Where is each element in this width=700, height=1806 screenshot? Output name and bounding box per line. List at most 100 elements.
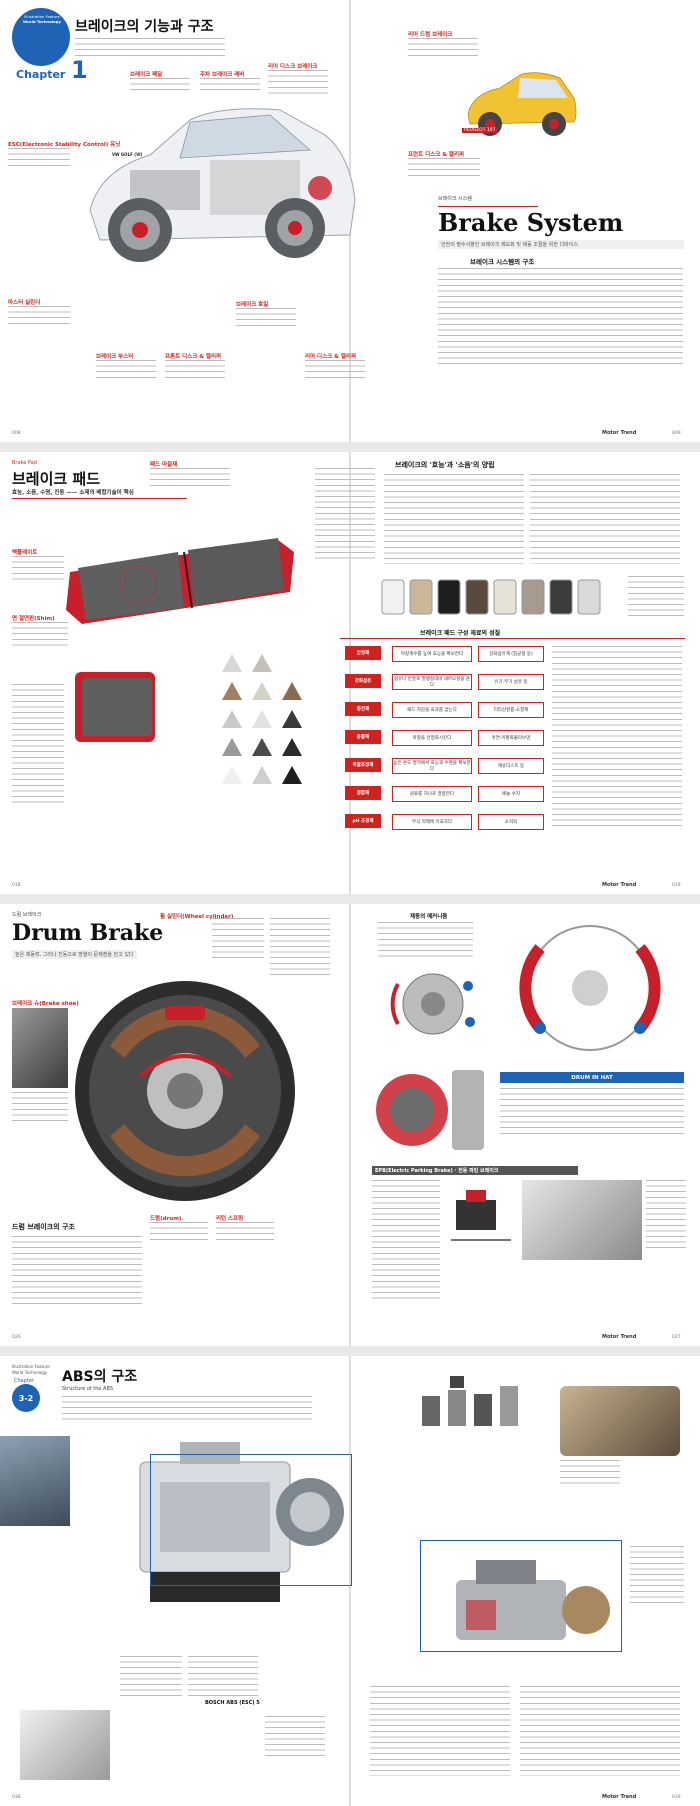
sensor-parts bbox=[422, 1376, 518, 1426]
drum-brake-illustration bbox=[75, 981, 295, 1201]
row-material: 페놀 수지 bbox=[478, 786, 544, 802]
page-number-left: 008 bbox=[12, 431, 21, 436]
composition-table-title: 브레이크 패드 구성 재료의 성질 bbox=[420, 630, 501, 637]
row-function: 마찰계수를 높여 효능을 확보한다 bbox=[392, 646, 472, 662]
page-title: 브레이크의 기능과 구조 bbox=[75, 19, 214, 35]
callout-rear-disc-2: 리어 디스크 & 캘리퍼 bbox=[305, 354, 357, 360]
callout-drum: 드럼(drum) bbox=[150, 1216, 182, 1222]
chapter-label: Chapter bbox=[16, 68, 66, 81]
spread-drum-brake: 드럼 브레이크 Drum Brake 높은 제동력, 그러나 진동으로 방열이 … bbox=[0, 904, 700, 1346]
row-label: 안정재 bbox=[345, 646, 381, 660]
spread-abs: Illustration Feature World Technology Ch… bbox=[0, 1356, 700, 1806]
row-material: 캐슈더스트 등 bbox=[478, 758, 544, 774]
raw-material-piles bbox=[222, 654, 302, 784]
shoe-operation-diagram bbox=[519, 925, 661, 1051]
badge-top: Illustration Feature bbox=[24, 14, 60, 19]
magazine-logo: Motor Trend bbox=[602, 430, 637, 436]
row-material: 소석회 bbox=[478, 814, 544, 830]
callout-brake-hose: 브레이크 호일 bbox=[236, 302, 269, 308]
mechanism-heading: 제동의 메커니즘 bbox=[410, 914, 448, 920]
callout-rear-disc: 리어 디스크 브레이크 bbox=[268, 64, 318, 70]
chapter-number: 3-2 bbox=[18, 1393, 34, 1403]
structure-heading: 브레이크 시스템의 구조 bbox=[470, 258, 535, 266]
page-number-left: 018 bbox=[12, 883, 21, 888]
page-title: ABS의 구조 bbox=[62, 1369, 138, 1385]
magazine-logo: Motor Trend bbox=[602, 1334, 637, 1340]
row-function: 마찰을 안정화시킨다 bbox=[392, 730, 472, 746]
chapter-badge bbox=[12, 8, 70, 66]
chapter-number: 1 bbox=[70, 56, 88, 84]
brake-pad-closeup bbox=[75, 672, 155, 742]
sample-jars bbox=[381, 579, 601, 615]
magazine-logo: Motor Trend bbox=[602, 1794, 637, 1800]
row-label: 결합재 bbox=[345, 786, 381, 800]
brake-system-subtitle: 안전의 필수사항인 브레이크 제도화 및 제동 조절을 위한 디바이스 bbox=[438, 240, 684, 249]
row-label: 충전재 bbox=[345, 702, 381, 716]
badge-sub: World Technology bbox=[23, 19, 61, 24]
motor-cutaway-photo bbox=[560, 1386, 680, 1456]
callout-rear-drum: 리어 드럼 브레이크 bbox=[408, 32, 453, 38]
drum-in-hat-banner: DRUM IN HAT bbox=[500, 1072, 684, 1083]
section-label: 드럼 브레이크 bbox=[12, 912, 42, 918]
intro-text bbox=[75, 38, 225, 60]
page-number-right: 027 bbox=[672, 1335, 681, 1340]
section-label: 브레이크 시스템 bbox=[438, 196, 472, 202]
row-label: 윤활재 bbox=[345, 730, 381, 744]
badge-sub: World Technology bbox=[12, 1370, 48, 1375]
callout-front-disc: 프론트 디스크 & 캘리퍼 bbox=[165, 354, 222, 360]
chapter-block: Chapter 1 bbox=[16, 56, 88, 84]
page-number-right: 039 bbox=[672, 1795, 681, 1800]
callout-shim: 면 절연판(Shim) bbox=[12, 616, 55, 622]
page-number-right: 009 bbox=[672, 431, 681, 436]
row-material: 티타산칼륨·소결계 bbox=[478, 702, 544, 718]
peugeot-label: PEUGEOT 107 bbox=[462, 128, 498, 133]
page-number-right: 019 bbox=[672, 883, 681, 888]
callout-front-disc-2: 프런트 디스크 & 캘리퍼 bbox=[408, 152, 465, 158]
page-number-left: 038 bbox=[12, 1795, 21, 1800]
body-text bbox=[438, 268, 683, 364]
chapter-badge: 3-2 bbox=[12, 1384, 40, 1412]
callout-return-spring: 리턴 스프링 bbox=[216, 1216, 244, 1222]
epb-caliper-photo bbox=[522, 1180, 642, 1260]
callout-esc-unit: ESC(Electronic Stability Control) 유닛 bbox=[8, 142, 121, 148]
car-model-label: VW GOLF (VI) bbox=[112, 152, 143, 157]
callout-friction-material: 패드 마찰재 bbox=[150, 462, 178, 468]
row-function: 섬유나 분말로 열팽창대비 내마모성을 준다 bbox=[392, 674, 472, 690]
spread-brake-system: Illustration Feature World Technology Ch… bbox=[0, 0, 700, 442]
section-label: Brake Pad bbox=[12, 460, 37, 466]
row-function: 높은 온도 영역에서 효능과 수명을 확보한다 bbox=[392, 758, 472, 774]
callout-brake-booster: 브레이크 부스터 bbox=[96, 354, 134, 360]
badge-top: Illustration Feature bbox=[12, 1364, 50, 1369]
pump-cutaway-illustration bbox=[456, 1560, 610, 1640]
callout-parking-lever: 주차 브레이크 레버 bbox=[200, 72, 245, 78]
row-function: 패드 저감을 효과를 얻는다 bbox=[392, 702, 472, 718]
drum-brake-subtitle: 높은 제동력, 그러나 진동으로 방열이 문제점을 안고 있다 bbox=[12, 950, 137, 959]
bosch-label: BOSCH ABS (ESC) 5 bbox=[205, 1700, 260, 1706]
zoom-frame bbox=[150, 1454, 352, 1586]
row-label: 강화섬유 bbox=[345, 674, 381, 688]
abs-unit-illustration bbox=[139, 1442, 344, 1602]
callout-brake-pedal: 브레이크 페달 bbox=[130, 72, 163, 78]
brake-shoe-photo bbox=[12, 1008, 68, 1088]
efficiency-noise-heading: 브레이크의 '효능'과 '소음'의 양립 bbox=[395, 461, 495, 469]
spread-brake-pad: Brake Pad 브레이크 패드 효능, 소음, 수명, 진동 —— 소재의 … bbox=[0, 452, 700, 894]
section-label: Structure of the ABS bbox=[62, 1386, 113, 1392]
drum-in-hat-diagram bbox=[376, 1070, 484, 1150]
page-subtitle: 효능, 소음, 수명, 진동 —— 소재의 배합기술이 핵심 bbox=[12, 490, 134, 496]
row-function: 원료를 하나로 결합한다 bbox=[392, 786, 472, 802]
drum-structure-heading: 드럼 브레이크의 구조 bbox=[12, 1223, 75, 1231]
epb-heading: EPB(Electric Parking Brake) · 전동 파킹 브레이크 bbox=[372, 1166, 578, 1175]
mechanism-diagram bbox=[390, 973, 475, 1035]
car-cutaway-illustration bbox=[89, 108, 356, 262]
callout-brake-shoe: 브레이크 슈(Brake shoe) bbox=[12, 1001, 79, 1007]
row-material: 흑연·이황화몰리브덴 bbox=[478, 730, 544, 746]
callout-master-cylinder: 마스터 실린더 bbox=[8, 300, 41, 306]
callout-backplate: 백플레이트 bbox=[12, 550, 38, 556]
page-title: 브레이크 패드 bbox=[12, 470, 101, 488]
zoom-frame-right bbox=[420, 1540, 622, 1652]
brake-pad-illustration bbox=[66, 538, 294, 624]
row-material: 강화섬유계 (힘균형 등) bbox=[478, 646, 544, 662]
factory-photo bbox=[0, 1436, 70, 1526]
callout-wheel-cylinder: 휠 실린더(Wheel cylinder) bbox=[160, 914, 234, 920]
row-material: 유기·무기 섬유 등 bbox=[478, 674, 544, 690]
